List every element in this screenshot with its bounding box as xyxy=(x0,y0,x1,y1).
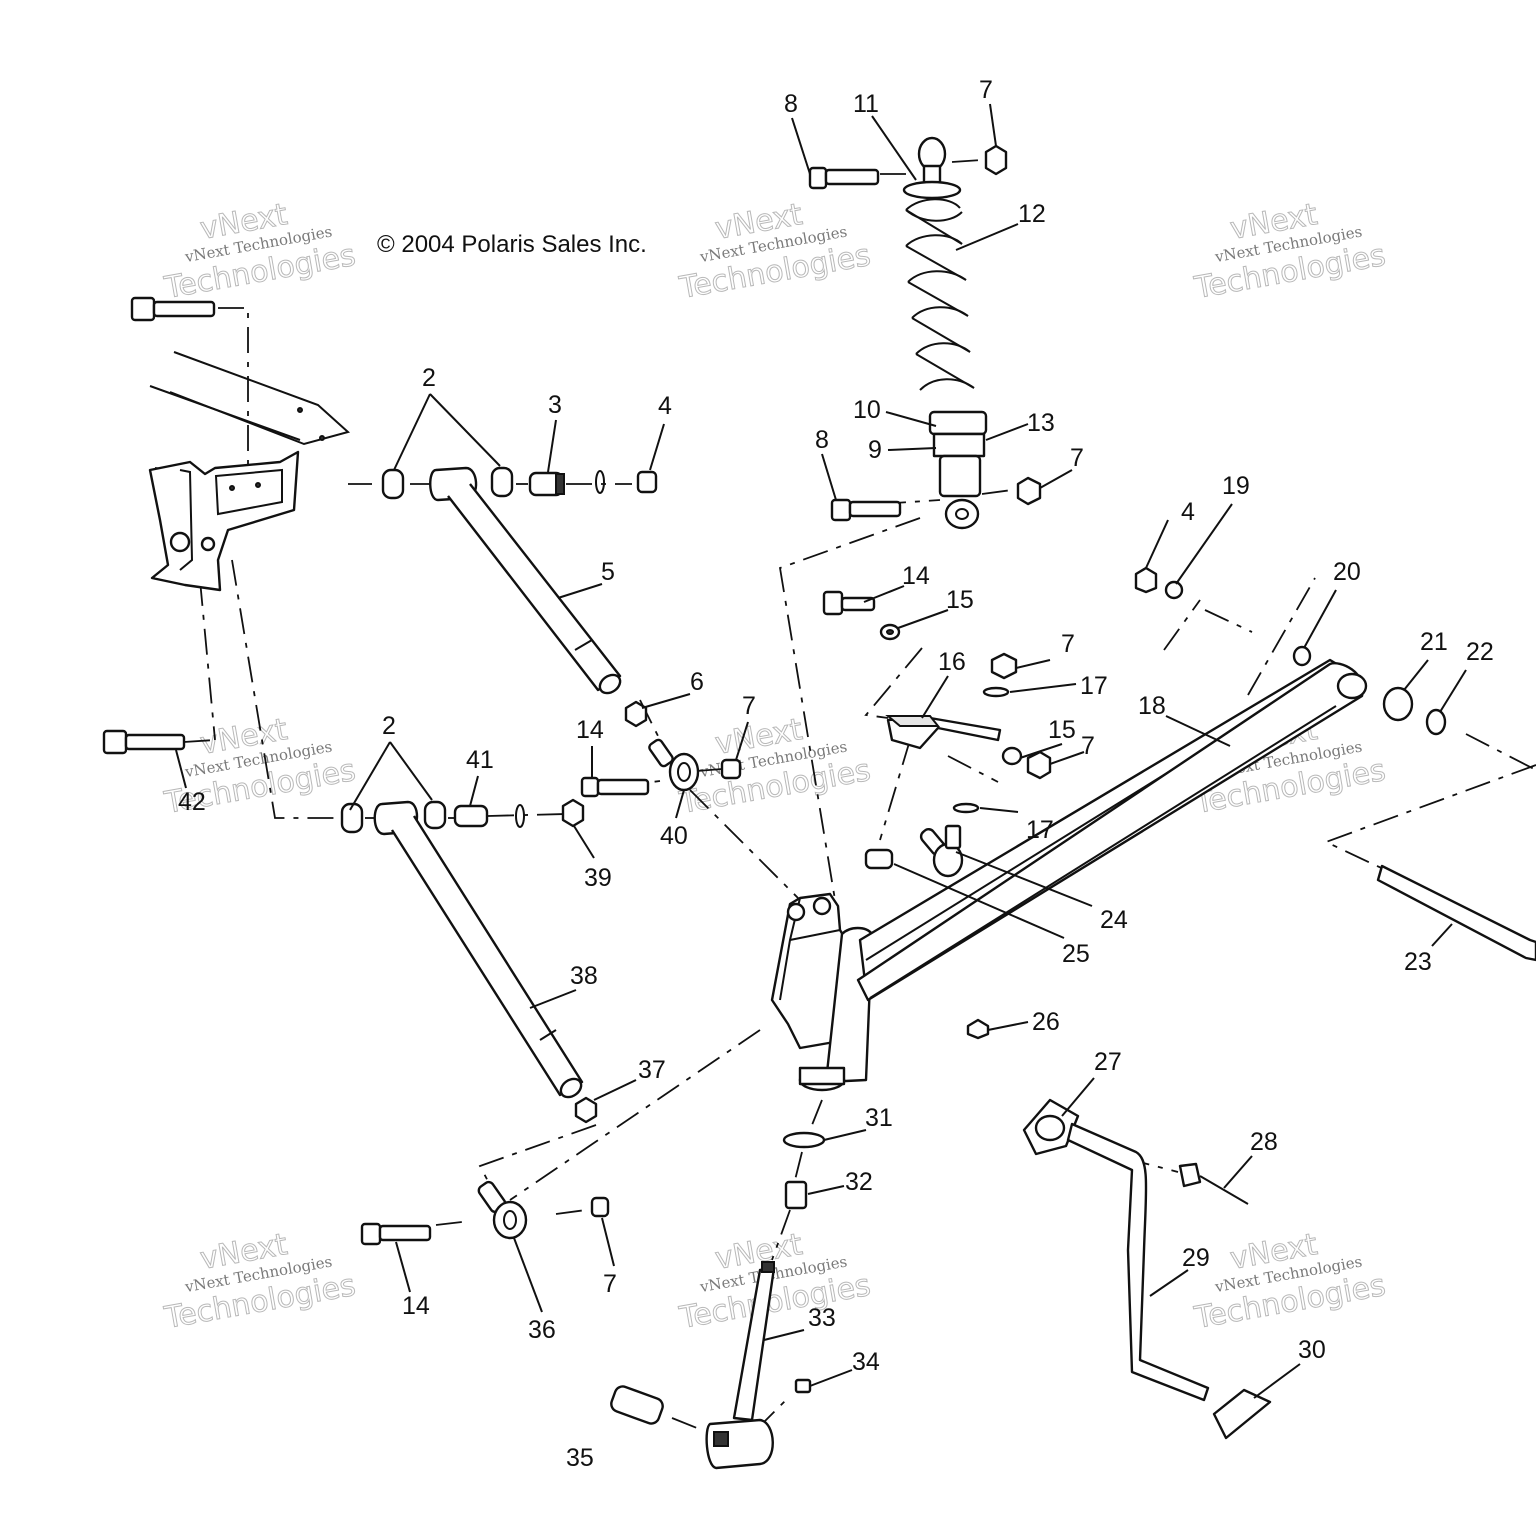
callout-18: 18 xyxy=(1138,692,1166,720)
callout-2-upper: 2 xyxy=(422,364,436,392)
callout-40: 40 xyxy=(660,822,688,850)
callout-39: 39 xyxy=(584,864,612,892)
upper-balljoint xyxy=(580,700,742,798)
steering-arm xyxy=(822,590,1052,878)
callout-2-lower: 2 xyxy=(382,712,396,740)
frame-bracket xyxy=(148,351,351,592)
callout-31: 31 xyxy=(865,1104,893,1132)
callout-14-lower: 14 xyxy=(402,1292,430,1320)
callout-21: 21 xyxy=(1420,628,1448,656)
callout-27: 27 xyxy=(1094,1048,1122,1076)
callout-14-upper: 14 xyxy=(902,562,930,590)
callout-36: 36 xyxy=(528,1316,556,1344)
lower-balljoint xyxy=(360,1180,610,1246)
callout-32: 32 xyxy=(845,1168,873,1196)
callout-42: 42 xyxy=(178,788,206,816)
watermark-mid-center: vNext vNext Technologies Technologies xyxy=(676,712,874,822)
upper-arm xyxy=(381,466,658,695)
lower-arm xyxy=(340,798,598,1124)
callout-4-right: 4 xyxy=(1181,498,1195,526)
trailing-arm xyxy=(856,566,1536,1040)
callout-8-lower: 8 xyxy=(815,426,829,454)
callout-20: 20 xyxy=(1333,558,1361,586)
callout-23: 23 xyxy=(1404,948,1432,976)
watermark-top-center: vNext vNext Technologies Technologies xyxy=(676,197,874,307)
callout-34: 34 xyxy=(852,1348,880,1376)
callout-41: 41 xyxy=(466,746,494,774)
callout-15-upper: 15 xyxy=(946,586,974,614)
callout-numbers: 2 3 4 5 6 7 14 40 2 41 39 42 38 37 36 7 … xyxy=(178,76,1494,1472)
callout-37: 37 xyxy=(638,1056,666,1084)
callout-30: 30 xyxy=(1298,1336,1326,1364)
watermark-bottom-right: vNext vNext Technologies Technologies xyxy=(1191,1227,1389,1337)
leader-lines xyxy=(175,103,1467,1399)
copyright-text: © 2004 Polaris Sales Inc. xyxy=(377,231,647,258)
callout-25: 25 xyxy=(1062,940,1090,968)
callout-19: 19 xyxy=(1222,472,1250,500)
callout-7-steering-arm: 7 xyxy=(1061,630,1075,658)
callout-7-upper-balljoint: 7 xyxy=(742,692,756,720)
callout-9: 9 xyxy=(868,436,882,464)
callout-15-lower: 15 xyxy=(1048,716,1076,744)
callout-26: 26 xyxy=(1032,1008,1060,1036)
callout-33: 33 xyxy=(808,1304,836,1332)
callout-38: 38 xyxy=(570,962,598,990)
callout-29: 29 xyxy=(1182,1244,1210,1272)
callout-5: 5 xyxy=(601,558,615,586)
shock-absorber xyxy=(808,136,1042,530)
callout-22: 22 xyxy=(1466,638,1494,666)
callout-6: 6 xyxy=(690,668,704,696)
callout-28: 28 xyxy=(1250,1128,1278,1156)
callout-8-upper: 8 xyxy=(784,90,798,118)
callout-13: 13 xyxy=(1027,409,1055,437)
callout-7-lower-balljoint: 7 xyxy=(603,1270,617,1298)
callout-7-shock-bottom: 7 xyxy=(1070,444,1084,472)
watermark-bottom-left: vNext vNext Technologies Technologies xyxy=(161,1227,359,1337)
callout-17-upper: 17 xyxy=(1080,672,1108,700)
frame-bolt-upper xyxy=(130,296,216,322)
callout-7-shock-top: 7 xyxy=(979,76,993,104)
watermark-top-right: vNext vNext Technologies Technologies xyxy=(1191,197,1389,307)
brake-pedal xyxy=(1022,1098,1272,1440)
callout-12: 12 xyxy=(1018,200,1046,228)
callout-14-middle: 14 xyxy=(576,716,604,744)
callout-4-left: 4 xyxy=(658,392,672,420)
callout-24: 24 xyxy=(1100,906,1128,934)
steering-post xyxy=(610,1131,826,1470)
callout-3: 3 xyxy=(548,391,562,419)
frame-bolt-lower xyxy=(102,729,186,755)
callout-16: 16 xyxy=(938,648,966,676)
callout-35: 35 xyxy=(566,1444,594,1472)
callout-7-tie-rod: 7 xyxy=(1081,732,1095,760)
callout-17-lower: 17 xyxy=(1026,816,1054,844)
callout-10: 10 xyxy=(853,396,881,424)
callout-11: 11 xyxy=(853,90,879,118)
watermark-top-left: vNext vNext Technologies Technologies xyxy=(161,197,359,307)
